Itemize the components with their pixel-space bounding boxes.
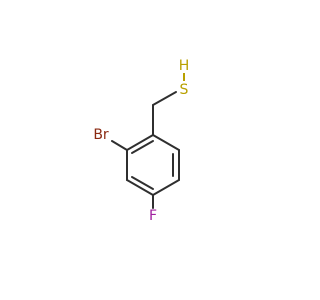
atom-labels: H S Br F — [93, 58, 189, 224]
bond-c3-c4 — [126, 179, 154, 196]
double-bond-c1-c2 — [131, 140, 154, 154]
bond-c1-c2 — [126, 134, 154, 151]
molecule-structure: H S Br F — [0, 0, 300, 300]
bonds — [111, 91, 180, 209]
background — [0, 0, 300, 300]
bond-ch2-s — [152, 91, 177, 106]
bromine-atom-label: Br — [93, 127, 109, 143]
sulfur-atom-label: S — [180, 82, 189, 98]
bond-c2-br — [111, 140, 128, 151]
sulfur-h-label: H — [179, 58, 190, 74]
fluorine-atom-label: F — [149, 208, 157, 224]
bond-c4-c5 — [152, 179, 180, 196]
bond-c6-c1 — [152, 134, 180, 151]
double-bond-c3-c4 — [131, 176, 154, 190]
